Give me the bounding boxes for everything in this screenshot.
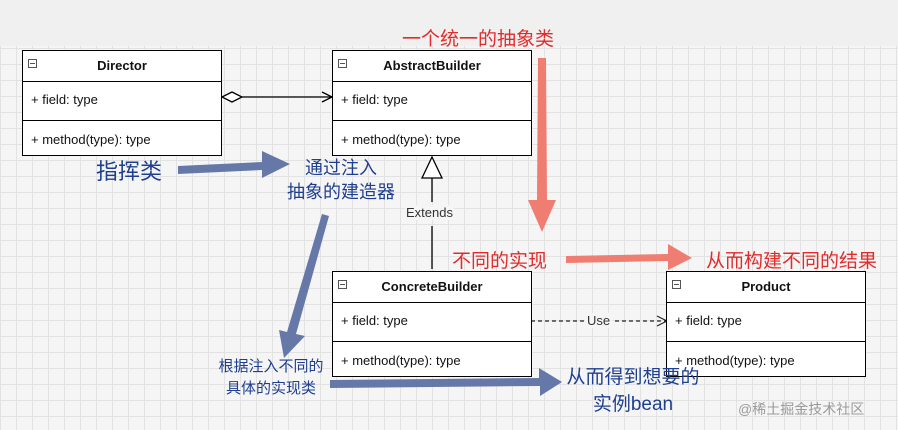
- red-arrow-right: [566, 244, 692, 270]
- abstract-builder-class-box[interactable]: AbstractBuilder + field: type + method(t…: [332, 50, 532, 156]
- collapse-icon[interactable]: [338, 280, 347, 289]
- abstract-builder-field: + field: type: [341, 92, 408, 107]
- concrete-builder-header: ConcreteBuilder: [333, 272, 531, 303]
- collapse-icon[interactable]: [672, 280, 681, 289]
- collapse-icon[interactable]: [28, 59, 37, 68]
- product-method: + method(type): type: [667, 341, 865, 378]
- concrete-builder-method: + method(type): type: [333, 341, 531, 378]
- red-arrow-down: [528, 58, 556, 232]
- product-class-name: Product: [741, 279, 791, 294]
- annotation-inject-line1: 通过注入: [305, 158, 377, 178]
- annotation-inject-abstract: 通过注入 抽象的建造器: [276, 156, 406, 204]
- abstract-builder-header: AbstractBuilder: [333, 51, 531, 82]
- watermark-text: @稀土掘金技术社区: [738, 401, 865, 417]
- director-class-box[interactable]: Director + field: type + method(type): t…: [22, 50, 222, 156]
- blue-arrow-down: [279, 214, 329, 358]
- annotation-unified-abstract-class: 一个统一的抽象类: [402, 29, 555, 50]
- annotation-different-result: 从而构建不同的结果: [706, 251, 878, 272]
- inheritance-triangle-icon: [420, 155, 444, 179]
- annotation-get-bean-line2: 实例bean: [592, 394, 674, 415]
- use-label: Use: [585, 313, 613, 328]
- collapse-icon[interactable]: [338, 59, 347, 68]
- product-header: Product: [667, 272, 865, 303]
- blue-arrow-bottom-right: [330, 368, 562, 396]
- director-method: + method(type): type: [23, 120, 221, 157]
- annotation-different-impl: 不同的实现: [452, 251, 548, 272]
- top-background-band: [0, 0, 898, 46]
- concrete-builder-class-box[interactable]: ConcreteBuilder + field: type + method(t…: [332, 271, 532, 377]
- director-field: + field: type: [31, 92, 98, 107]
- director-header: Director: [23, 51, 221, 82]
- concrete-builder-class-name: ConcreteBuilder: [381, 279, 483, 294]
- product-class-box[interactable]: Product + field: type + method(type): ty…: [666, 271, 866, 377]
- annotation-inject-line2: 抽象的建造器: [287, 182, 395, 202]
- extends-edge: [420, 155, 444, 269]
- concrete-builder-field: + field: type: [341, 313, 408, 328]
- annotation-inject-concrete-line1: 根据注入不同的: [218, 358, 324, 375]
- annotation-get-bean: 从而得到想要的 实例bean: [548, 364, 718, 418]
- abstract-builder-method: + method(type): type: [333, 120, 531, 157]
- extends-label: Extends: [405, 205, 454, 220]
- product-field: + field: type: [675, 313, 742, 328]
- annotation-inject-concrete-line2: 具体的实现类: [225, 380, 316, 397]
- abstract-builder-class-name: AbstractBuilder: [383, 58, 481, 73]
- annotation-director: 指挥类: [96, 159, 163, 184]
- aggregation-edge: [220, 91, 332, 103]
- annotation-get-bean-line1: 从而得到想要的: [566, 367, 700, 388]
- aggregation-diamond-icon: [220, 91, 244, 103]
- blue-arrow-director-right: [178, 151, 290, 178]
- annotation-inject-concrete: 根据注入不同的 具体的实现类: [206, 356, 336, 400]
- director-class-name: Director: [97, 58, 147, 73]
